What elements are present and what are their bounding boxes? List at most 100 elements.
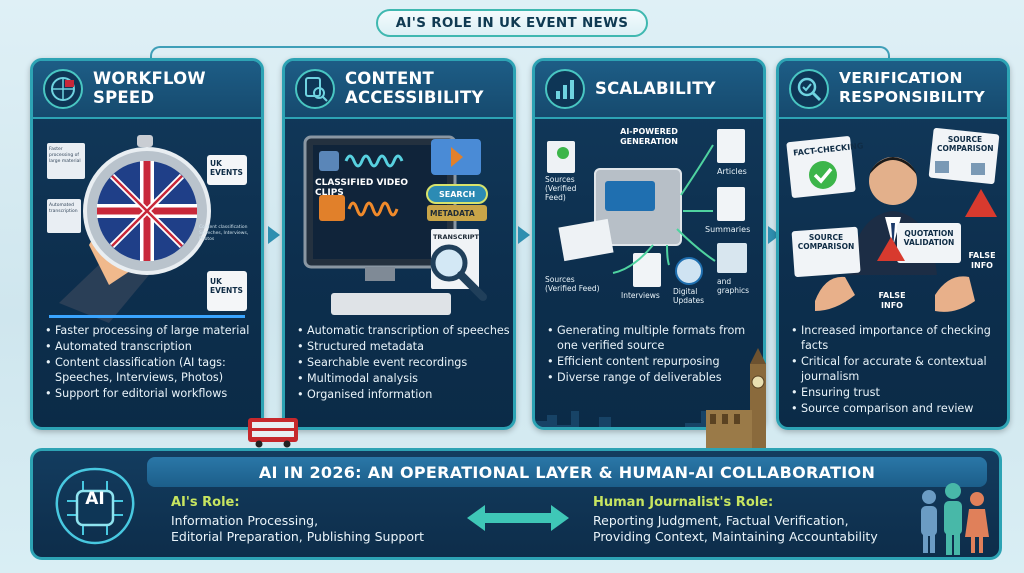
- panel-verification-responsibility: VERIFICATION RESPONSIBILITY FACT-CHECKIN…: [776, 58, 1010, 430]
- interviews-label: Interviews: [621, 291, 660, 300]
- metadata-label: METADATA: [430, 209, 475, 218]
- magnifier-icon: [430, 244, 468, 282]
- keyboard-icon: [331, 293, 451, 315]
- list-item: Organised information: [297, 387, 513, 402]
- list-item: Automatic transcription of speeches: [297, 323, 513, 338]
- sources-label: Sources (Verified Feed): [545, 175, 577, 202]
- panel-title: CONTENT ACCESSIBILITY: [345, 69, 484, 107]
- globe-flag-icon: [43, 69, 83, 109]
- sources-label: Sources (Verified Feed): [545, 275, 600, 293]
- panel-title: WORKFLOW SPEED: [93, 69, 206, 107]
- check-icon: [809, 161, 837, 189]
- journalist-avatar: [869, 157, 917, 205]
- generation-label: AI-POWERED GENERATION: [620, 127, 678, 146]
- document-icon: [717, 187, 745, 221]
- source-comparison-card: [791, 226, 861, 277]
- list-item: Searchable event recordings: [297, 355, 513, 370]
- waveform: [344, 154, 404, 168]
- timeline-bar: [49, 315, 245, 318]
- quotation-validation-label: QUOTATION VALIDATION: [903, 229, 955, 247]
- hand-icon: [935, 276, 975, 312]
- false-info-label: FALSE INFO: [878, 291, 906, 310]
- speaker-icon: [319, 151, 339, 171]
- list-item: Support for editorial workflows: [45, 386, 261, 401]
- generator-illustration: AI-POWERED GENERATION Sources (Verified …: [541, 125, 757, 323]
- verification-illustration: FACT-CHECKING SOURCE COMPARISON SOURCE C…: [785, 125, 1001, 323]
- bar-chart-icon: [545, 69, 585, 109]
- human-role-text: Reporting Judgment, Factual Verification…: [593, 513, 878, 544]
- collaboration-banner: AI IN 2026: AN OPERATIONAL LAYER & HUMAN…: [30, 448, 1002, 560]
- warning-icon: [877, 237, 905, 261]
- list-item: Structured metadata: [297, 339, 513, 354]
- metadata-tag: [427, 205, 487, 221]
- banner-title: AI IN 2026: AN OPERATIONAL LAYER & HUMAN…: [147, 457, 987, 487]
- document-search-icon: [295, 69, 335, 109]
- ai-role-title: AI's Role:: [171, 495, 240, 510]
- quotation-card: [897, 223, 961, 263]
- ai-badge-text: AI: [85, 489, 105, 509]
- articles-label: Articles: [717, 167, 747, 176]
- people-group-icon: [921, 483, 989, 555]
- play-icon: [319, 195, 345, 221]
- title-connector: [150, 46, 890, 60]
- monitor-illustration: CLASSIFIED VIDEO CLIPS SEARCH METADATA T…: [291, 125, 507, 323]
- false-info-label: FALSE INFO: [968, 251, 996, 270]
- small-doc-label: Automated transcription: [49, 203, 78, 214]
- bidirectional-arrow-icon: [467, 505, 569, 531]
- source-comparison-label: SOURCE COMPARISON: [937, 135, 994, 153]
- bullet-list: Increased importance of checking facts C…: [791, 323, 1007, 417]
- stopwatch-illustration: UK EVENTS UK EVENTS Faster processing of…: [39, 125, 255, 323]
- waveform: [347, 201, 399, 217]
- arrow-right-icon: [268, 226, 280, 244]
- warning-icon: [965, 189, 997, 217]
- list-item: Multimodal analysis: [297, 371, 513, 386]
- small-doc-label: Content classification Speeches, Intervi…: [199, 225, 249, 242]
- human-role-title: Human Journalist's Role:: [593, 495, 774, 510]
- magnifier-check-icon: [789, 69, 829, 109]
- bullet-list: Automatic transcription of speeches Stru…: [297, 323, 513, 403]
- small-doc-label: Faster processing of large material: [49, 147, 81, 164]
- transcript-label: TRANSCRIPT: [433, 233, 479, 241]
- summaries-label: Summaries: [705, 225, 751, 234]
- check-icon: [557, 147, 569, 159]
- list-item: Automated transcription: [45, 339, 261, 354]
- list-item: Faster processing of large material: [45, 323, 261, 338]
- image-icon: [717, 243, 747, 273]
- digital-updates-label: Digital Updates: [673, 287, 705, 305]
- panel-header: SCALABILITY: [535, 61, 763, 119]
- list-item: Source comparison and review: [791, 401, 1007, 416]
- london-bus-icon: [248, 418, 298, 448]
- list-item: Content classification (AI tags: Speeche…: [45, 355, 261, 385]
- bullet-list: Faster processing of large material Auto…: [45, 323, 261, 402]
- main-title: AI'S ROLE IN UK EVENT NEWS: [376, 9, 648, 37]
- search-tag: [426, 184, 488, 204]
- big-ben-icon: [706, 348, 766, 448]
- uk-events-badge: UK EVENTS: [210, 277, 243, 295]
- list-item: Ensuring trust: [791, 385, 1007, 400]
- document-icon: [47, 143, 85, 179]
- document-icon: [207, 271, 247, 311]
- document-icon: [47, 199, 81, 233]
- search-label: SEARCH: [439, 190, 476, 199]
- panel-title: VERIFICATION RESPONSIBILITY: [839, 69, 985, 106]
- document-icon: [717, 129, 745, 163]
- globe-icon: [675, 257, 703, 285]
- list-item: Generating multiple formats from one ver…: [547, 323, 763, 353]
- graphics-label: and graphics: [717, 277, 750, 295]
- arrow-right-icon: [518, 226, 530, 244]
- city-skyline: [535, 411, 743, 427]
- list-item: Diverse range of deliverables: [547, 370, 763, 385]
- document-icon: [633, 253, 661, 287]
- panel-scalability: SCALABILITY AI-POWERED GENERATION Source…: [532, 58, 766, 430]
- stopwatch-crown: [137, 135, 153, 147]
- connector-arrows: [612, 144, 716, 274]
- uk-events-badge: UK EVENTS: [210, 159, 243, 177]
- list-item: Increased importance of checking facts: [791, 323, 1007, 353]
- bullet-list: Generating multiple formats from one ver…: [547, 323, 763, 386]
- play-icon: [451, 147, 463, 167]
- brain-chip-icon: [55, 467, 135, 545]
- panel-content-accessibility: CONTENT ACCESSIBILITY CLASSIFIED VIDEO C…: [282, 58, 516, 430]
- panel-header: CONTENT ACCESSIBILITY: [285, 61, 513, 119]
- hand-icon: [815, 276, 855, 311]
- list-item: Critical for accurate & contextual journ…: [791, 354, 1007, 384]
